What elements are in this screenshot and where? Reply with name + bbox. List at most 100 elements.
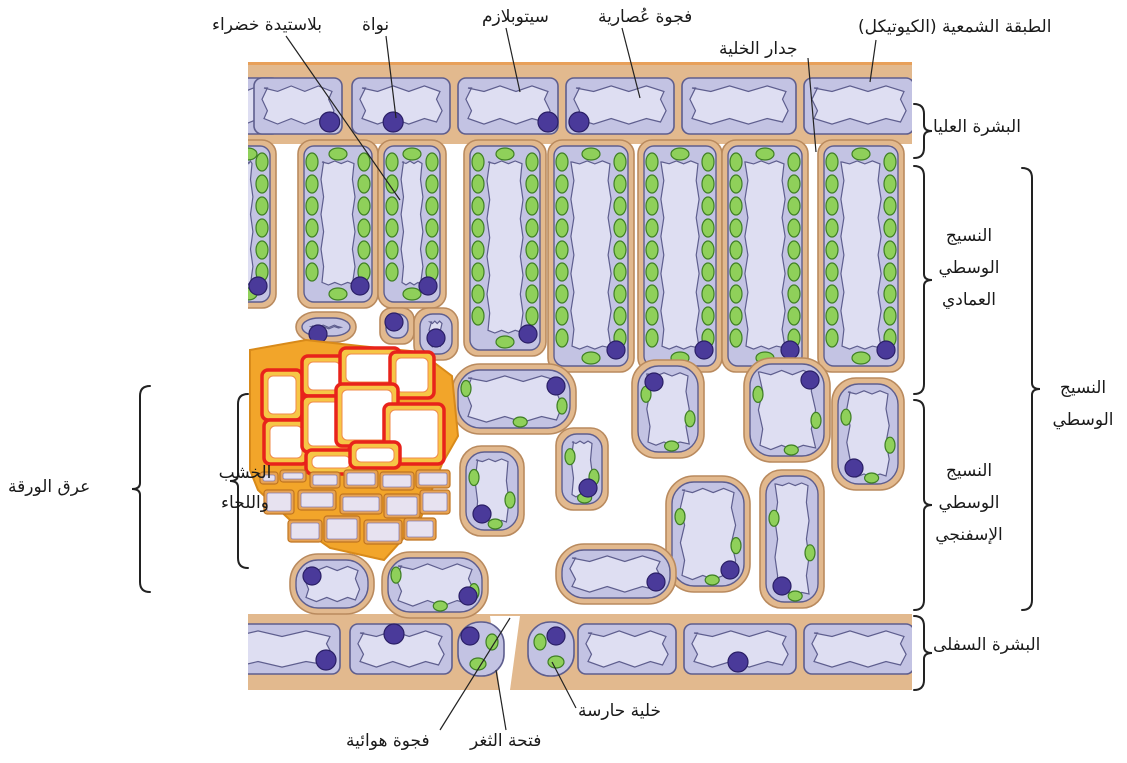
chloroplast <box>756 148 774 160</box>
upper-epidermis-cell <box>254 78 342 134</box>
chloroplast <box>306 153 318 171</box>
nucleus <box>607 341 625 359</box>
chloroplast <box>852 148 870 160</box>
chloroplast <box>256 175 268 193</box>
nucleus <box>728 652 748 672</box>
chloroplast <box>614 197 626 215</box>
label-xylem-phloem: الخشب واللحاء <box>212 458 278 518</box>
spongy-cell <box>666 476 750 592</box>
chloroplast <box>534 634 546 650</box>
chloroplast <box>433 601 447 611</box>
label-leaf-vein: عرق الورقة <box>8 478 90 498</box>
chloroplast <box>228 175 240 193</box>
chloroplast <box>646 241 658 259</box>
chloroplast <box>646 153 658 171</box>
nucleus <box>473 505 491 523</box>
chloroplast <box>228 153 240 171</box>
nucleus <box>645 373 663 391</box>
label-mesophyll: النسيج الوسطي <box>1048 372 1118 436</box>
chloroplast <box>788 153 800 171</box>
nucleus <box>316 650 336 670</box>
chloroplast <box>884 219 896 237</box>
chloroplast <box>426 241 438 259</box>
chloroplast <box>826 329 838 347</box>
spongy-cell <box>452 364 576 434</box>
chloroplast <box>730 197 742 215</box>
nucleus <box>419 277 437 295</box>
chloroplast <box>884 175 896 193</box>
label-mesophyll-line2: الوسطي <box>1048 404 1118 436</box>
chloroplast <box>556 241 568 259</box>
label-lower-epidermis: البشرة السفلى <box>933 636 1040 656</box>
chloroplast <box>884 153 896 171</box>
chloroplast <box>386 263 398 281</box>
chloroplast <box>671 148 689 160</box>
phloem-cell <box>380 472 414 490</box>
lower-epidermis-cell <box>578 624 676 674</box>
phloem-cell <box>298 490 336 510</box>
label-upper-epidermis: البشرة العليا <box>933 118 1021 138</box>
palisade-cell <box>378 140 446 308</box>
chloroplast <box>685 411 695 427</box>
phloem-cell <box>288 520 322 542</box>
chloroplast <box>358 153 370 171</box>
label-cell-wall: جدار الخلية <box>719 40 798 60</box>
chloroplast <box>826 285 838 303</box>
chloroplast <box>826 197 838 215</box>
chloroplast <box>557 398 567 414</box>
palisade-cell <box>548 140 634 372</box>
chloroplast <box>730 307 742 325</box>
upper-epidermis-cell <box>458 78 558 134</box>
chloroplast <box>526 219 538 237</box>
chloroplast <box>526 307 538 325</box>
chloroplast <box>391 567 401 583</box>
vacuole <box>841 161 881 349</box>
chloroplast <box>788 219 800 237</box>
chloroplast <box>646 219 658 237</box>
upper-epidermis-cell <box>566 78 674 134</box>
nucleus <box>647 573 665 591</box>
brace-lower-epidermis <box>914 616 932 690</box>
brace-upper-epidermis <box>914 104 932 158</box>
chloroplast <box>526 175 538 193</box>
chloroplast <box>228 241 240 259</box>
phloem-cell <box>344 470 378 488</box>
vacuole <box>487 161 523 333</box>
label-spongy-line2: الوسطي <box>928 487 1010 519</box>
chloroplast <box>826 175 838 193</box>
chloroplast <box>646 307 658 325</box>
spongy-cell <box>296 312 356 343</box>
nucleus <box>303 567 321 585</box>
label-spongy-line1: النسيج <box>928 455 1010 487</box>
chloroplast <box>426 153 438 171</box>
nucleus <box>569 112 589 132</box>
nucleus <box>773 577 791 595</box>
chloroplast <box>805 545 815 561</box>
nucleus <box>877 341 895 359</box>
chloroplast <box>403 288 421 300</box>
spongy-cell <box>382 552 488 618</box>
chloroplast <box>730 329 742 347</box>
label-palisade-mesophyll: النسيج الوسطي العمادي <box>928 220 1010 316</box>
vacuole <box>321 161 355 285</box>
label-xylem-phloem-line2: واللحاء <box>212 488 278 518</box>
phloem-cell <box>384 494 420 518</box>
chloroplast <box>386 219 398 237</box>
chloroplast <box>614 219 626 237</box>
chloroplast <box>306 197 318 215</box>
chloroplast <box>702 263 714 281</box>
chloroplast <box>306 263 318 281</box>
chloroplast <box>884 285 896 303</box>
chloroplast <box>788 241 800 259</box>
label-chloroplast: بلاستيدة خضراء <box>212 16 322 36</box>
chloroplast <box>556 219 568 237</box>
chloroplast <box>702 175 714 193</box>
chloroplast <box>526 153 538 171</box>
chloroplast <box>614 175 626 193</box>
palisade-cell <box>298 140 378 308</box>
chloroplast <box>256 241 268 259</box>
chloroplast <box>526 197 538 215</box>
vacuole <box>745 161 785 349</box>
chloroplast <box>472 263 484 281</box>
lower-epidermis-cell <box>804 624 914 674</box>
